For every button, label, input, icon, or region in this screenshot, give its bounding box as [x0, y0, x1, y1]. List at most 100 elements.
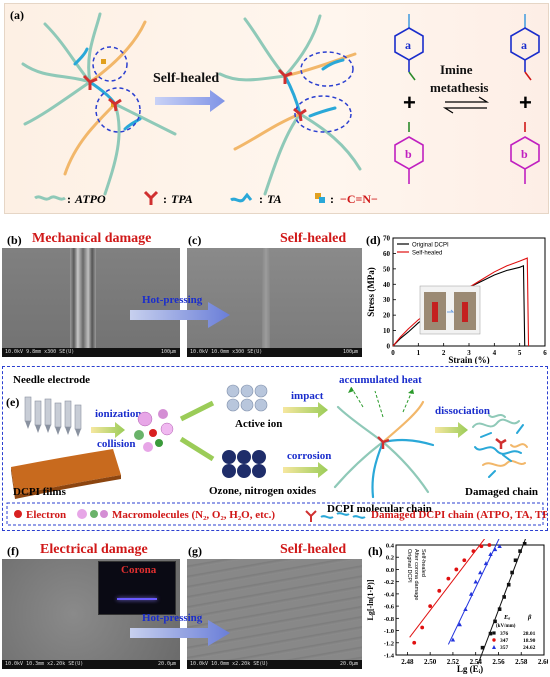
y-tick-label: 0.4 — [386, 543, 395, 550]
panel-b-title: Mechanical damage — [32, 231, 152, 246]
data-point — [497, 607, 502, 611]
data-point — [513, 558, 518, 563]
panel-c-label: (c) — [188, 233, 202, 247]
y-tick-label: -0.2 — [384, 579, 394, 586]
data-point — [493, 619, 497, 624]
svg-text:+: + — [519, 90, 532, 115]
sem-info-bar-f: 10.0kV 10.3mm x2.20k SE(U)20.0μm — [2, 660, 180, 669]
data-point — [487, 543, 492, 547]
sem-scale-f: 20.0μm — [157, 661, 176, 667]
imine-legend-icon — [315, 193, 321, 199]
panel-e: (e) Needle electrode ionization collisio… — [2, 366, 548, 531]
sem-image-electrical-damage: Corona 10.0kV 10.3mm x2.20k SE(U)20.0μm — [2, 559, 180, 669]
scratch-line — [70, 248, 96, 348]
dcpi-film — [11, 449, 121, 495]
panel-a: (a) — [4, 3, 549, 214]
damaged-chain-legend-icon — [320, 512, 366, 519]
table-marker — [492, 645, 496, 649]
sem-info-g: 10.0kV 10.0mm x2.20k SE(U) — [190, 661, 269, 667]
fit-line — [477, 539, 526, 665]
data-point — [446, 576, 451, 581]
table-value-beta: 24.62 — [523, 645, 536, 651]
imine-legend-label: −C=N− — [340, 192, 378, 206]
panel-e-legend-box — [6, 502, 544, 526]
sem-scale-b: 100μm — [160, 349, 176, 355]
fit-line — [447, 539, 500, 645]
legend-label: Original DCPI — [406, 549, 412, 583]
ring-b-label-left: b — [405, 147, 412, 161]
molecular-chain-label: DCPI molecular chain — [327, 503, 432, 515]
dcpi-films-label: DCPI films — [13, 486, 67, 498]
sem-info-c: 10.0kV 10.0mm x300 SE(U) — [190, 349, 263, 355]
y-tick-label: -0.4 — [384, 591, 395, 598]
data-point — [428, 604, 433, 609]
corona-glow — [117, 598, 157, 600]
y-tick-label: 50 — [383, 265, 391, 273]
panel-f-label: (f) — [7, 544, 19, 558]
active-ion-cluster — [226, 384, 268, 412]
atpo-legend-icon — [34, 195, 66, 201]
y-tick-label: 30 — [383, 296, 391, 304]
ring-a-label-right: a — [521, 38, 527, 52]
panel-a-label: (a) — [10, 8, 24, 22]
svg-text:+: + — [403, 90, 416, 115]
x-tick-label: 2 — [442, 349, 446, 357]
data-point — [473, 579, 478, 584]
sem-image-self-healed-g: 10.0kV 10.0mm x2.20k SE(U)20.0μm — [187, 559, 362, 669]
x-tick-label: 2.60 — [538, 658, 548, 666]
sem-image-self-healed-c: 10.0kV 10.0mm x300 SE(U) 100μm — [187, 248, 362, 357]
accumulated-heat-label: accumulated heat — [339, 374, 422, 386]
panel-d-label: (d) — [366, 233, 381, 247]
data-point — [483, 561, 489, 566]
panel-h-label: (h) — [368, 544, 383, 558]
y-tick-label: 20 — [383, 312, 391, 320]
x-tick-label: 2.54 — [470, 658, 483, 666]
y-tick-label: 60 — [383, 250, 391, 258]
table-marker — [492, 631, 496, 635]
data-point — [468, 591, 474, 596]
weibull-x-axis-label: Lg (Eᵢ) — [457, 664, 483, 674]
data-point — [437, 588, 442, 593]
legend-entry: After corona damage — [413, 549, 419, 600]
sem-info-b: 10.0kV 9.8mm x300 SE(U) — [5, 349, 75, 355]
self-healed-arrow-text: Self-healed — [153, 71, 219, 86]
sem-scale-c: 100μm — [342, 349, 358, 355]
dissociation-text: dissociation — [435, 405, 490, 417]
imine-text-2: metathesis — [430, 80, 489, 95]
macromolecule-legend-icon-2 — [90, 510, 98, 518]
data-point — [506, 582, 511, 587]
ring-b-label-right: b — [521, 147, 528, 161]
sem-image-mechanical-damage: 10.0kV 9.8mm x300 SE(U) 100μm — [2, 248, 180, 357]
y-tick-label: -0.6 — [384, 604, 395, 611]
y-tick-label: -1.2 — [384, 640, 394, 647]
data-point — [462, 558, 467, 563]
data-point — [471, 549, 476, 554]
data-point — [420, 625, 425, 630]
x-tick-label: 2.58 — [515, 658, 528, 666]
hot-pressing-text-bottom: Hot-pressing — [142, 612, 203, 624]
y-tick-label: 0.2 — [386, 555, 394, 562]
ozone-cluster — [222, 450, 266, 478]
y-tick-label: 0.0 — [386, 567, 394, 574]
corrosion-text: corrosion — [287, 450, 331, 462]
hot-pressing-arrow-top: Hot-pressing — [130, 294, 230, 328]
tpa-legend-small-icon — [305, 510, 317, 522]
data-point — [457, 622, 462, 627]
x-axis-label: Strain (%) — [448, 355, 489, 364]
damaged-chain-cluster — [472, 414, 528, 478]
hot-pressing-text-top: Hot-pressing — [142, 294, 203, 306]
y-tick-label: 0 — [387, 343, 391, 351]
damaged-chain-legend-label: Damaged DCPI chain (ATPO, TA, TPA) — [371, 509, 547, 521]
data-point — [479, 544, 484, 549]
panel-a-network-art: Self-healed — [21, 12, 540, 206]
electron-legend-icon — [14, 510, 22, 518]
x-tick-label: 2.48 — [401, 658, 414, 666]
imine-colon: : — [330, 192, 334, 206]
panel-c-title: Self-healed — [280, 231, 347, 246]
sem-info-bar-c: 10.0kV 10.0mm x300 SE(U) 100μm — [187, 348, 362, 357]
y-tick-label: -1.0 — [384, 628, 394, 635]
table-value-beta: 28.01 — [523, 631, 536, 637]
table-header-beta: β — [527, 614, 532, 621]
atpo-legend-label: ATPO — [74, 192, 106, 206]
